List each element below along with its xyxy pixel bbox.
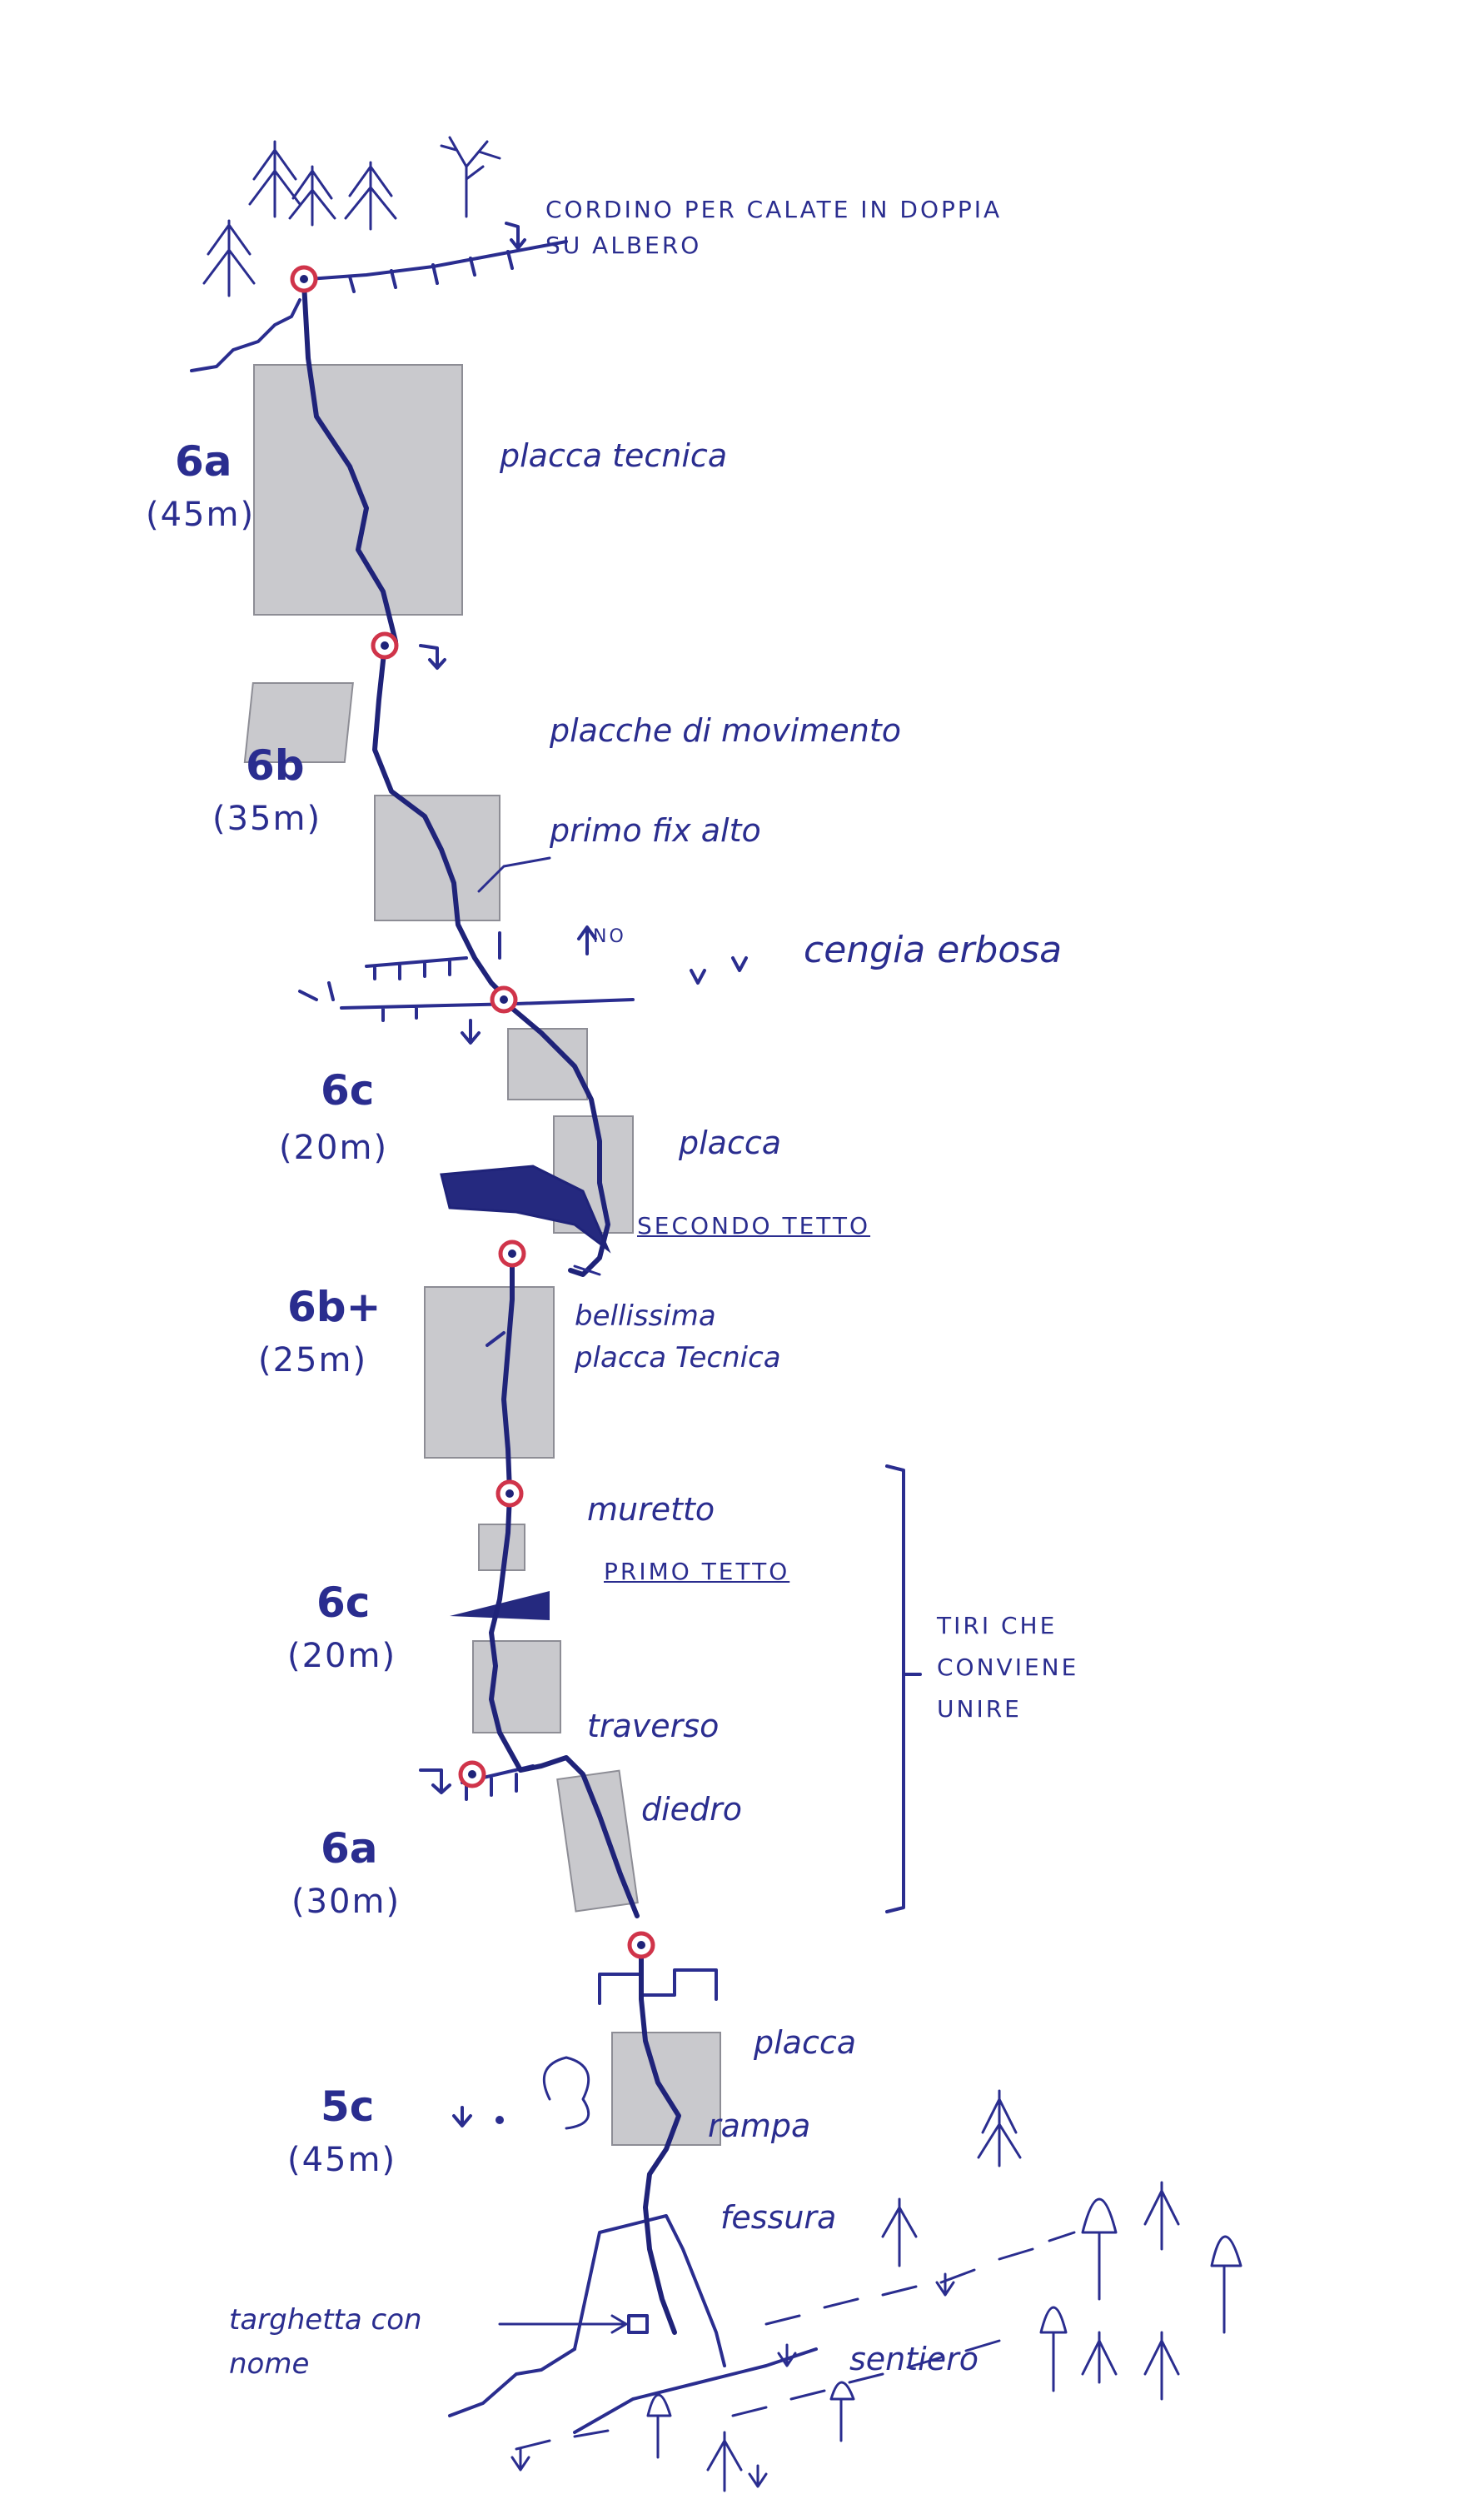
pitch-6-grade: 6a	[321, 1824, 378, 1873]
label-targhetta-1: targhetta con	[229, 2303, 422, 2337]
top-note-line2: SU ALBERO	[545, 232, 702, 259]
bracket-note-line2: CONVIENE	[937, 1654, 1079, 1681]
rock-slabs	[243, 364, 721, 2146]
label-placca-tecnica: placca tecnica	[500, 437, 728, 474]
label-primo-tetto: PRIMO TETTO	[604, 1558, 790, 1585]
label-secondo-tetto: SECONDO TETTO	[637, 1212, 871, 1240]
pitch-1-length: (45m)	[146, 496, 256, 534]
label-targhetta-2: nome	[229, 2347, 310, 2381]
label-no: NO	[593, 926, 626, 947]
label-bellissima-2: placca Tecnica	[575, 1341, 781, 1374]
bracket-tiri	[885, 1464, 922, 1913]
top-note-line1: CORDINO PER CALATE IN DOPPIA	[545, 196, 1003, 223]
path-dashes	[515, 2231, 1076, 2451]
pitch-2-length: (35m)	[212, 800, 322, 838]
secondo-tetto-roof	[440, 1165, 611, 1254]
label-rampa: rampa	[708, 2107, 811, 2144]
label-sentiero: sentiero	[849, 2341, 979, 2377]
pitch-5-length: (20m)	[287, 1637, 397, 1675]
pitch-3-length: (20m)	[279, 1129, 389, 1167]
pitch-4-length: (25m)	[258, 1341, 368, 1379]
pitch-2-grade: 6b	[246, 741, 305, 790]
label-cengia-erbosa: cengia erbosa	[804, 929, 1063, 971]
top-ledge	[190, 222, 568, 372]
pitch-5-grade: 6c	[316, 1579, 371, 1627]
label-fessura: fessura	[720, 2199, 837, 2236]
label-bellissima-1: bellissima	[575, 1299, 716, 1333]
bracket-note-line1: TIRI CHE	[937, 1612, 1058, 1639]
label-placca-2: placca	[754, 2024, 857, 2061]
label-muretto: muretto	[587, 1491, 715, 1528]
secondo-tetto-mark	[573, 1264, 601, 1276]
primo-fix-pointer	[477, 856, 551, 893]
pitch-1-grade: 6a	[175, 437, 232, 486]
belay-stations	[290, 265, 655, 1959]
pitch-3-grade: 6c	[321, 1066, 375, 1115]
pitch-7-length: (45m)	[287, 2141, 397, 2179]
pitch-4-grade: 6b+	[287, 1283, 381, 1331]
label-placche-movimento: placche di movimento	[550, 712, 901, 749]
route-line	[301, 281, 681, 2335]
bracket-note-line3: UNIRE	[937, 1695, 1022, 1723]
label-primo-fix: primo fix alto	[550, 812, 761, 849]
label-placca-1: placca	[679, 1125, 782, 1161]
bottom-trees	[510, 2056, 1242, 2492]
targhetta-arrow	[498, 2314, 628, 2334]
pitch-6-length: (30m)	[291, 1883, 401, 1921]
label-traverso: traverso	[587, 1708, 720, 1744]
pitch-7-grade: 5c	[321, 2082, 375, 2131]
label-diedro: diedro	[641, 1791, 743, 1828]
rappel-arrows	[298, 644, 748, 2127]
top-trees	[202, 136, 501, 297]
